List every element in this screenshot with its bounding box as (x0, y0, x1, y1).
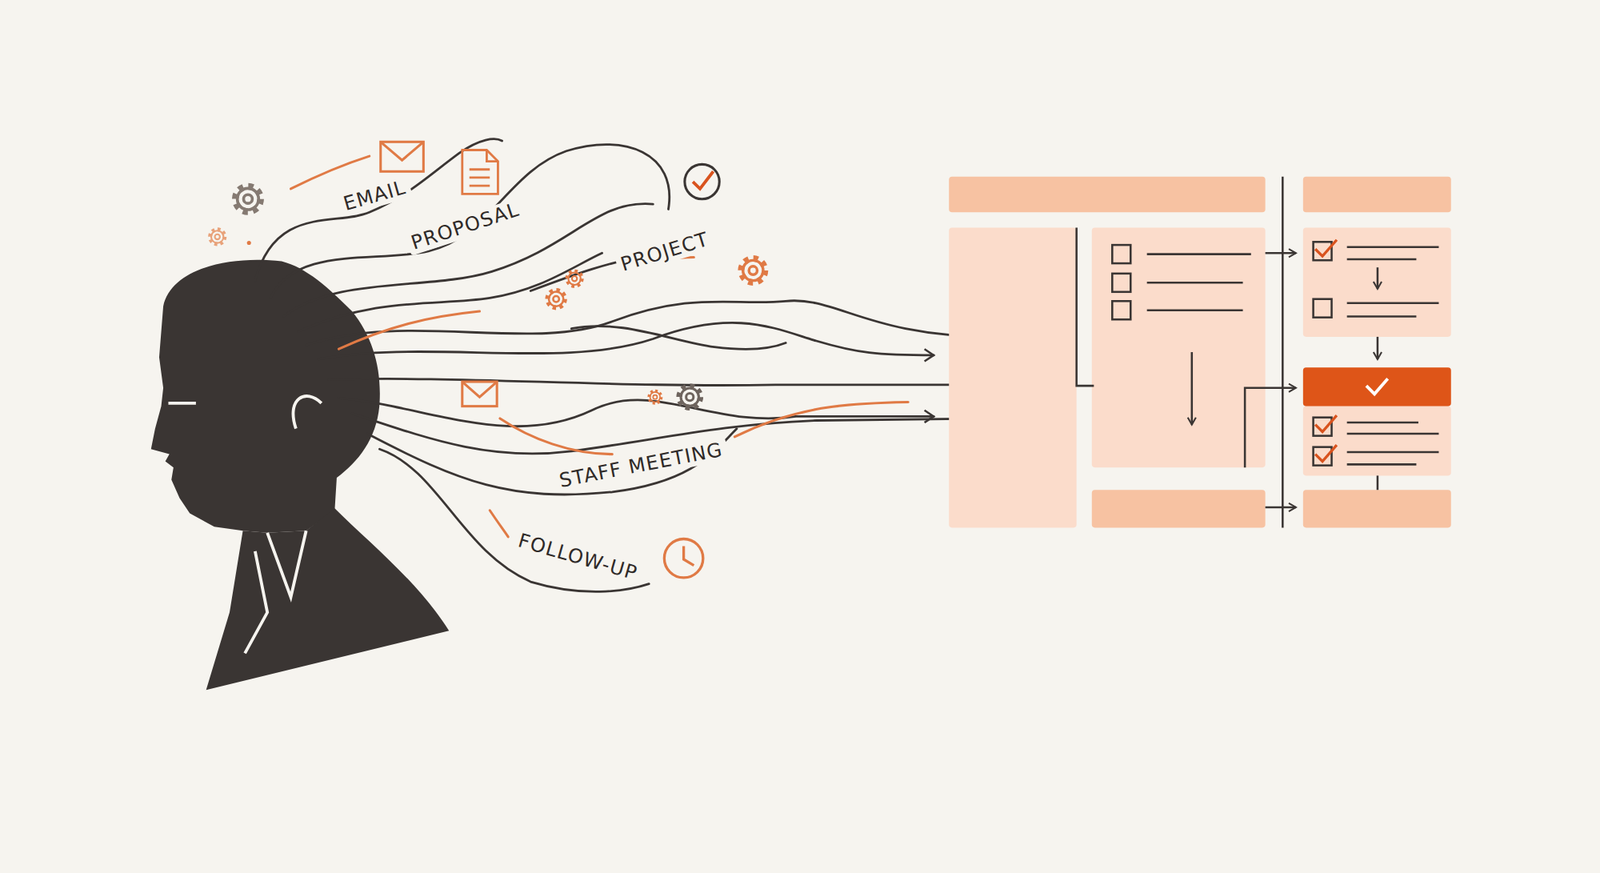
clock-icon (664, 538, 703, 577)
check-marks (1315, 415, 1337, 432)
document-icon (462, 149, 499, 194)
flow-lines (338, 397, 934, 426)
flowchart-lines (1191, 352, 1194, 425)
gear-icons (740, 258, 765, 283)
orange-flow-lines (500, 418, 612, 455)
gear-icons (235, 186, 261, 212)
suit-detail (244, 551, 268, 654)
flow-lines (571, 326, 786, 350)
flowchart-panel (1303, 489, 1452, 528)
person-silhouette (151, 260, 380, 533)
flowchart-panel (948, 227, 1076, 528)
flowchart-lines (1347, 452, 1440, 464)
gear-icons (648, 391, 661, 404)
flowchart-lines (1265, 506, 1296, 509)
flow-lines (270, 144, 670, 299)
flowchart-panel (1303, 406, 1452, 476)
document-icon (469, 169, 491, 186)
flowchart-panel (1092, 227, 1266, 468)
flowchart-lines (1347, 303, 1440, 317)
flowchart-lines (1147, 308, 1244, 312)
document-icon (462, 149, 499, 194)
flowchart-lines (1265, 252, 1296, 255)
flowchart-panel (1092, 489, 1266, 528)
flowchart-lines (1376, 267, 1380, 289)
flowchart-lines (1347, 422, 1440, 434)
flowchart-panel (1303, 367, 1452, 406)
flowchart-lines (1112, 273, 1131, 292)
flow-lines (297, 252, 602, 332)
orange-flow-lines (489, 510, 508, 537)
envelope-icon (380, 141, 424, 172)
flow-lines (255, 139, 503, 281)
check-marks (1315, 444, 1337, 461)
flowchart-lines (1112, 300, 1131, 320)
flowchart-lines (1076, 176, 1440, 528)
suit-detail (292, 396, 321, 429)
orange-flow-lines (291, 156, 370, 189)
flow-lines (255, 139, 1053, 592)
gear-icons (567, 271, 582, 286)
check-marks (1315, 240, 1337, 256)
flowchart-lines (1112, 244, 1131, 264)
check-icon (684, 164, 720, 199)
flowchart-lines (1376, 336, 1380, 360)
orange-flow-lines (734, 402, 908, 437)
clock-icon (664, 538, 703, 577)
flowchart-lines (1147, 281, 1244, 284)
flow-lines (318, 322, 934, 360)
suit-detail (168, 396, 321, 653)
gear-icons (547, 290, 565, 308)
flow-label: FOLLOW-UP (511, 528, 644, 586)
check-marks (1315, 240, 1337, 462)
flowchart-lines (1244, 388, 1296, 468)
flowchart-lines (1076, 227, 1095, 386)
flowchart-panel (1303, 227, 1452, 336)
check-icon (684, 164, 720, 199)
orange-flow-lines (338, 311, 480, 349)
clock-icon (684, 545, 695, 565)
dot (247, 240, 252, 245)
flowchart-lines (1347, 247, 1440, 260)
flowchart-lines (1281, 176, 1284, 528)
person-silhouette (206, 508, 450, 690)
flowchart-panel (1303, 176, 1452, 213)
flow-lines (367, 428, 737, 495)
flow-label: PROPOSAL (404, 197, 527, 256)
flowchart-lines (1313, 299, 1332, 318)
flowchart-lines (1147, 252, 1252, 256)
orange-flow-lines (291, 156, 909, 537)
document-icon (486, 149, 498, 161)
flowchart-panel (1366, 378, 1388, 394)
envelope-icon (380, 141, 424, 160)
flow-label: PROJECT (613, 227, 716, 278)
flowchart-panel (948, 176, 1265, 213)
gear-icons (679, 386, 701, 408)
suit-detail (168, 401, 196, 405)
gear-icons (210, 186, 766, 408)
envelope-icon (462, 381, 497, 407)
gear-icons (210, 229, 225, 244)
flowchart-panel (948, 176, 1452, 528)
check-icon (692, 171, 714, 189)
envelope-icon (462, 381, 497, 397)
flowchart-lines (1376, 475, 1380, 490)
flow-label: STAFF MEETING (552, 437, 728, 493)
suit-detail (267, 530, 306, 597)
